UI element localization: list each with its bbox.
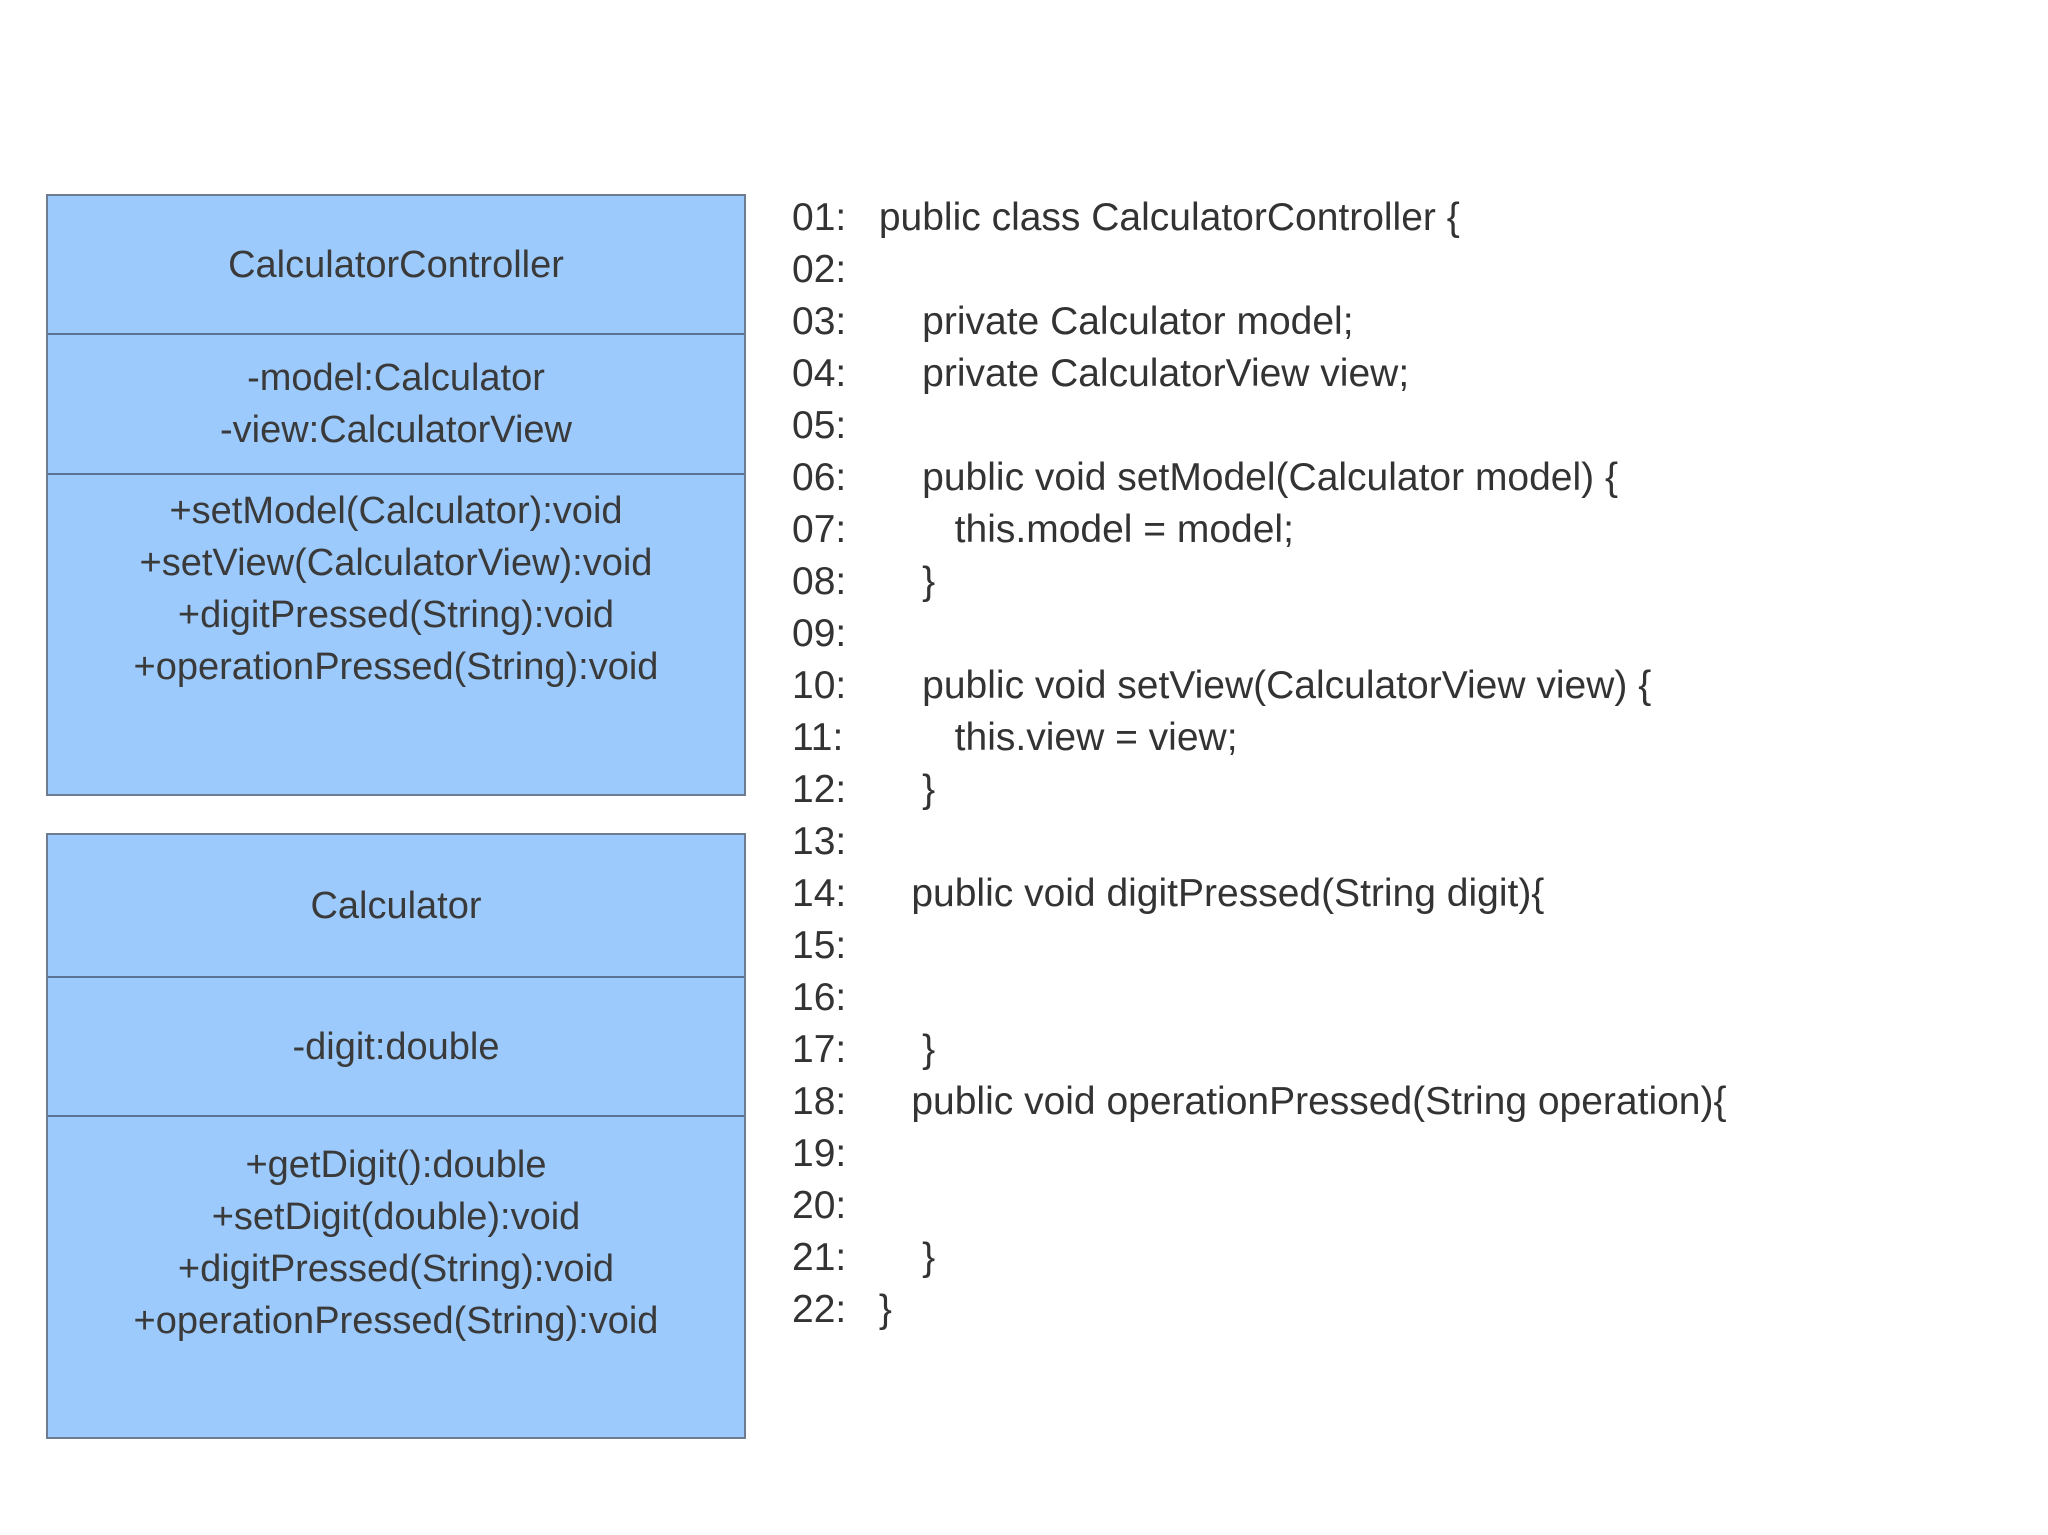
code-line-number: 07: xyxy=(792,508,847,551)
code-line-text: this.model = model; xyxy=(868,508,1294,551)
uml-attribute: -view:CalculatorView xyxy=(220,409,572,451)
code-line-number: 04: xyxy=(792,352,847,395)
code-line-number: 08: xyxy=(792,560,847,603)
code-line: 07: this.model = model; xyxy=(792,504,2022,556)
uml-method: +getDigit():double xyxy=(245,1144,547,1186)
code-line: 17: } xyxy=(792,1024,2022,1076)
code-line-number: 11: xyxy=(792,716,844,759)
code-line: 18: public void operationPressed(String … xyxy=(792,1076,2022,1128)
uml-method: +setView(CalculatorView):void xyxy=(139,542,653,584)
code-line: 22: } xyxy=(792,1284,2022,1336)
code-listing: 01: public class CalculatorController {0… xyxy=(792,192,2022,1336)
uml-class-box-calculator: Calculator -digit:double +getDigit():dou… xyxy=(46,833,746,1439)
code-line-text: private CalculatorView view; xyxy=(868,352,1410,395)
code-line-text: public void digitPressed(String digit){ xyxy=(868,872,1545,915)
uml-class-name-section: CalculatorController xyxy=(48,196,744,333)
code-line: 15: xyxy=(792,920,2022,972)
code-line: 04: private CalculatorView view; xyxy=(792,348,2022,400)
uml-class-name: CalculatorController xyxy=(228,243,564,286)
code-line-text: } xyxy=(868,1236,936,1279)
code-line: 21: } xyxy=(792,1232,2022,1284)
uml-attribute: -digit:double xyxy=(292,1025,500,1068)
uml-method: +setDigit(double):void xyxy=(211,1196,581,1238)
code-line-text: private Calculator model; xyxy=(868,300,1354,343)
code-line: 09: xyxy=(792,608,2022,660)
code-line: 19: xyxy=(792,1128,2022,1180)
code-line: 03: private Calculator model; xyxy=(792,296,2022,348)
code-line-text: } xyxy=(868,1028,936,1071)
code-line: 13: xyxy=(792,816,2022,868)
code-line-number: 14: xyxy=(792,872,847,915)
code-line-text: } xyxy=(868,560,936,603)
uml-method: +digitPressed(String):void xyxy=(177,1248,615,1290)
uml-class-name-section: Calculator xyxy=(48,835,744,976)
uml-methods-section: +getDigit():double +setDigit(double):voi… xyxy=(48,1115,744,1441)
uml-method: +operationPressed(String):void xyxy=(133,646,659,688)
code-line-number: 13: xyxy=(792,820,847,863)
code-line: 20: xyxy=(792,1180,2022,1232)
uml-attributes-section: -digit:double xyxy=(48,976,744,1115)
uml-method: +setModel(Calculator):void xyxy=(169,490,623,532)
code-line-number: 18: xyxy=(792,1080,847,1123)
code-line: 10: public void setView(CalculatorView v… xyxy=(792,660,2022,712)
code-line-number: 01: xyxy=(792,196,847,239)
code-line: 06: public void setModel(Calculator mode… xyxy=(792,452,2022,504)
code-line-text: public void operationPressed(String oper… xyxy=(868,1080,1727,1123)
code-line-text: } xyxy=(868,1288,892,1331)
uml-class-box-calculator-controller: CalculatorController -model:Calculator -… xyxy=(46,194,746,796)
code-line-number: 19: xyxy=(792,1132,847,1175)
code-line: 11: this.view = view; xyxy=(792,712,2022,764)
code-line: 02: xyxy=(792,244,2022,296)
code-line: 14: public void digitPressed(String digi… xyxy=(792,868,2022,920)
code-line-number: 22: xyxy=(792,1288,847,1331)
code-line-number: 16: xyxy=(792,976,847,1019)
code-line-number: 17: xyxy=(792,1028,847,1071)
code-line-text: public class CalculatorController { xyxy=(868,196,1460,239)
code-line-text: } xyxy=(868,768,936,811)
code-line: 01: public class CalculatorController { xyxy=(792,192,2022,244)
code-line-number: 09: xyxy=(792,612,847,655)
code-line-number: 05: xyxy=(792,404,847,447)
code-line-number: 15: xyxy=(792,924,847,967)
code-line-number: 12: xyxy=(792,768,847,811)
uml-method: +operationPressed(String):void xyxy=(133,1300,659,1342)
uml-attribute: -model:Calculator xyxy=(247,357,545,399)
uml-method: +digitPressed(String):void xyxy=(177,594,615,636)
code-line-number: 02: xyxy=(792,248,847,291)
code-line-text: public void setView(CalculatorView view)… xyxy=(868,664,1652,707)
code-line-text: public void setModel(Calculator model) { xyxy=(868,456,1619,499)
code-line: 12: } xyxy=(792,764,2022,816)
code-line-number: 21: xyxy=(792,1236,847,1279)
uml-attributes-section: -model:Calculator -view:CalculatorView xyxy=(48,333,744,473)
uml-methods-section: +setModel(Calculator):void +setView(Calc… xyxy=(48,473,744,798)
uml-class-name: Calculator xyxy=(310,884,482,927)
code-line: 16: xyxy=(792,972,2022,1024)
code-line-text: this.view = view; xyxy=(868,716,1238,759)
code-line-number: 06: xyxy=(792,456,847,499)
code-line-number: 10: xyxy=(792,664,847,707)
code-line: 05: xyxy=(792,400,2022,452)
code-line-number: 03: xyxy=(792,300,847,343)
code-line-number: 20: xyxy=(792,1184,847,1227)
code-line: 08: } xyxy=(792,556,2022,608)
